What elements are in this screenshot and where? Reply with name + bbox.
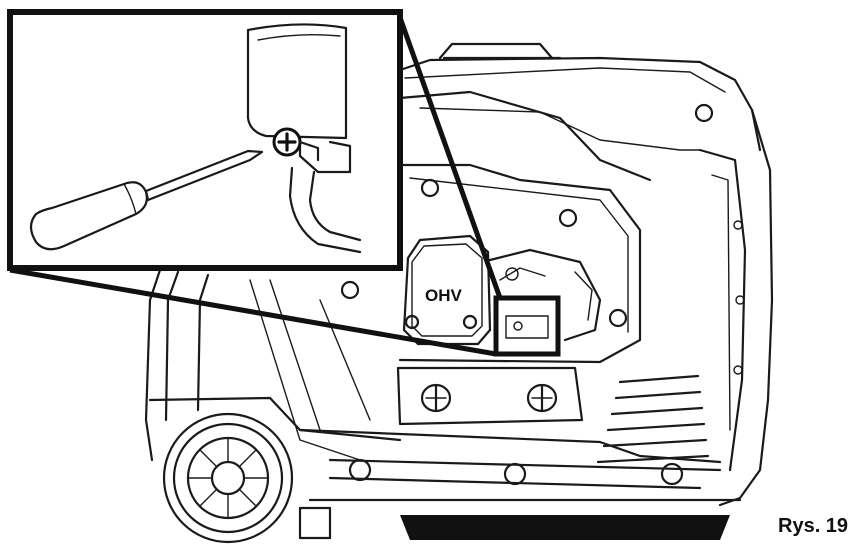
figure-caption: Rys. 19 bbox=[778, 515, 849, 537]
knob-icon bbox=[420, 383, 452, 413]
screwdriver-icon bbox=[29, 149, 264, 251]
callout-line bbox=[395, 11, 503, 299]
plus-screw-icon bbox=[272, 127, 302, 157]
control-panel bbox=[396, 366, 584, 426]
detail-highlight-box bbox=[493, 295, 561, 357]
knob-icon bbox=[526, 383, 558, 413]
detail-inset bbox=[7, 9, 403, 271]
callout-line bbox=[9, 267, 497, 357]
wheel bbox=[162, 412, 294, 544]
engine-label: OHV bbox=[425, 286, 463, 305]
generator-body bbox=[144, 42, 774, 540]
engine-block: OHV bbox=[402, 234, 602, 357]
